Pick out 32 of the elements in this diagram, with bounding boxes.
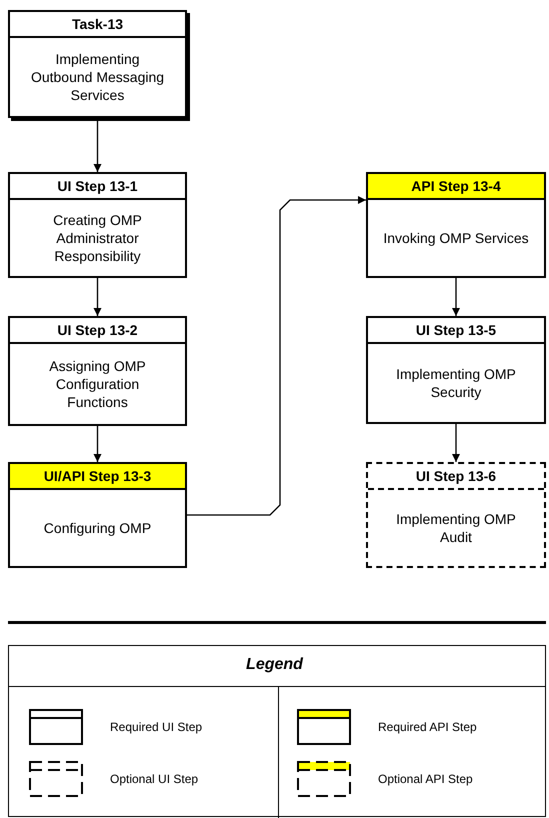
- step-box: [366, 316, 546, 424]
- step-box: [8, 172, 187, 278]
- legend-text: Optional API Step: [378, 772, 473, 786]
- step-description: Assigning OMP Configuration Functions: [48, 356, 147, 412]
- arrow: [94, 278, 102, 316]
- step-description: Creating OMP Administrator Responsibility: [52, 210, 143, 266]
- step-box: [8, 462, 187, 568]
- step-header: UI Step 13-6: [368, 464, 544, 490]
- step-header: UI Step 13-2: [10, 318, 185, 344]
- arrow: [452, 278, 460, 316]
- step-box: [8, 10, 187, 118]
- step-header: API Step 13-4: [368, 174, 544, 200]
- step-box: [366, 172, 546, 278]
- arrow: [187, 196, 366, 516]
- step-description: Invoking OMP Services: [383, 228, 529, 248]
- step-description: Implementing OMP Security: [395, 364, 517, 402]
- step-header: UI Step 13-1: [10, 174, 185, 200]
- arrow: [94, 121, 102, 172]
- step-header: Task-13: [10, 12, 185, 38]
- step-description: Implementing Outbound Messaging Services: [30, 50, 166, 104]
- legend-text: Required API Step: [378, 720, 477, 734]
- step-box: [8, 316, 187, 426]
- legend-text: Required UI Step: [110, 720, 202, 734]
- arrow: [94, 426, 102, 462]
- step-header: UI Step 13-5: [368, 318, 544, 344]
- arrow: [452, 424, 460, 462]
- legend-text: Optional UI Step: [110, 772, 198, 786]
- step-header: UI/API Step 13-3: [10, 464, 185, 490]
- step-description: Configuring OMP: [44, 518, 152, 538]
- legend-title: Legend: [245, 656, 304, 674]
- step-description: Implementing OMP Audit: [395, 510, 517, 546]
- step-box: [366, 462, 546, 568]
